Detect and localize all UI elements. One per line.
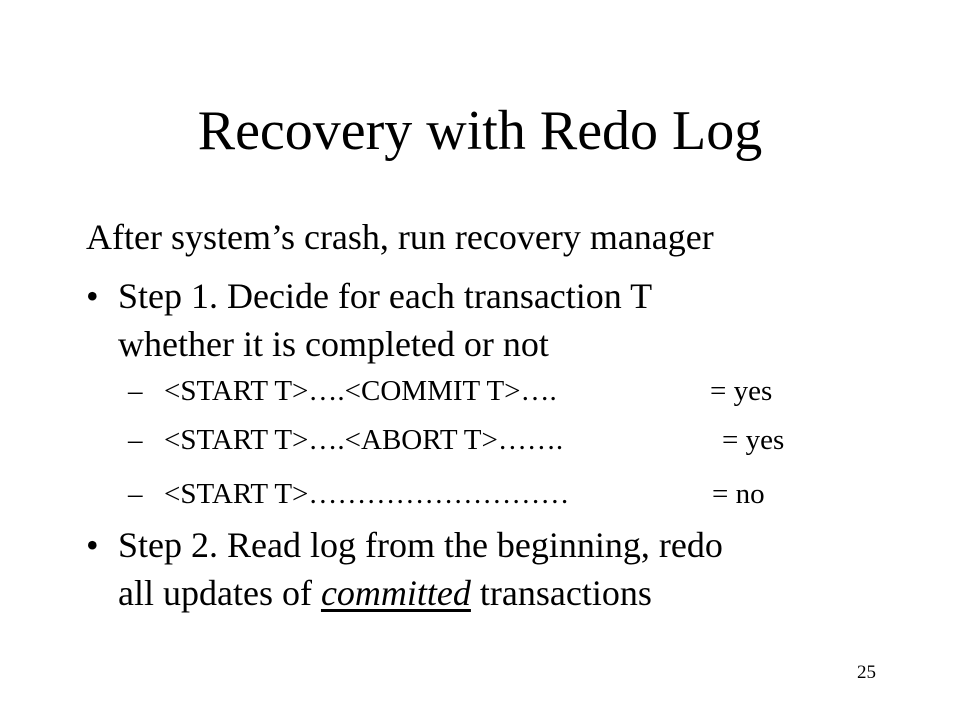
bullet-marker: • <box>86 525 99 565</box>
bullet-line-start: all updates of <box>118 573 321 613</box>
bullet-line: all updates of committed transactions <box>118 569 723 617</box>
bullet-line: Step 1. Decide for each transaction T <box>118 276 653 316</box>
verdict: = yes <box>722 424 785 456</box>
bullet-line: Step 2. Read log from the beginning, red… <box>118 525 723 565</box>
sub-item-abort: –<START T>….<ABORT T>……. = yes <box>128 422 784 458</box>
verdict: = yes <box>710 375 773 407</box>
sub-item-incomplete: –<START T>……………………… = no <box>128 476 765 512</box>
log-pattern: <START T>……………………… <box>164 478 570 510</box>
bullet-text: Step 1. Decide for each transaction T wh… <box>118 272 652 368</box>
bullet-text: Step 2. Read log from the beginning, red… <box>118 521 723 617</box>
emphasized-word: committed <box>320 573 471 613</box>
slide-title: Recovery with Redo Log <box>197 100 763 162</box>
dash-marker: – <box>128 478 143 510</box>
dash-marker: – <box>128 375 143 407</box>
log-pattern: <START T>….<COMMIT T>…. <box>164 375 557 407</box>
sub-item-commit: –<START T>….<COMMIT T>…. = yes <box>128 373 772 409</box>
intro-text: After system’s crash, run recovery manag… <box>86 217 714 257</box>
bullet-line: whether it is completed or not <box>118 324 549 364</box>
bullet-line-end: transactions <box>470 573 652 613</box>
verdict: = no <box>712 478 765 510</box>
bullet-marker: • <box>86 276 99 316</box>
log-pattern: <START T>….<ABORT T>……. <box>164 424 564 456</box>
dash-marker: – <box>128 424 143 456</box>
page-number: 25 <box>857 662 876 683</box>
